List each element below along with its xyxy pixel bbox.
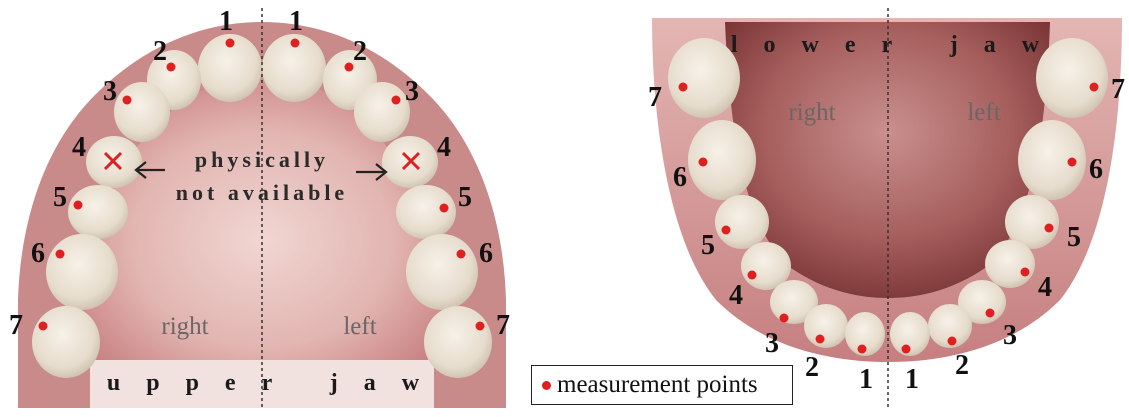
measurement-point <box>948 337 957 346</box>
upper-number-r6: 6 <box>31 238 45 269</box>
upper-tooth-l3 <box>354 82 410 142</box>
lower-jaw: l o w e r j a w right left 7 6 5 4 3 2 1… <box>648 8 1125 408</box>
lower-number-l4: 4 <box>1038 272 1052 303</box>
upper-tooth-r3 <box>114 82 170 142</box>
note-line-1: physically <box>195 147 329 172</box>
lower-left-label: left <box>967 99 1000 126</box>
lower-number-r1: 1 <box>859 364 873 395</box>
upper-number-l4: 4 <box>437 132 451 163</box>
measurement-point <box>1068 158 1077 167</box>
measurement-point <box>679 83 688 92</box>
lower-tooth-l4 <box>985 240 1035 288</box>
measurement-point <box>392 96 401 105</box>
upper-number-l3: 3 <box>405 76 419 107</box>
lower-tooth-r6 <box>688 120 756 200</box>
measurement-point <box>858 345 867 354</box>
lower-number-l2: 2 <box>955 350 969 381</box>
upper-number-r3: 3 <box>103 76 117 107</box>
upper-number-l1: 1 <box>289 6 303 37</box>
upper-tooth-l7 <box>424 306 492 378</box>
measurement-point <box>440 204 449 213</box>
measurement-point <box>816 335 825 344</box>
lower-number-r6: 6 <box>673 162 687 193</box>
upper-tooth-r7 <box>32 306 100 378</box>
lower-number-l7: 7 <box>1111 74 1125 105</box>
measurement-point <box>291 39 300 48</box>
measurement-point-icon <box>542 381 551 390</box>
measurement-point <box>748 271 757 280</box>
lower-tooth-r5 <box>715 195 769 249</box>
lower-number-r4: 4 <box>729 280 743 311</box>
upper-jaw: physically not available right left u p … <box>9 6 510 408</box>
measurement-point <box>123 96 132 105</box>
measurement-point <box>167 63 176 72</box>
note-line-2: not available <box>176 180 348 205</box>
lower-number-l1: 1 <box>905 364 919 395</box>
measurement-point <box>39 322 48 331</box>
upper-number-l6: 6 <box>479 238 493 269</box>
upper-tooth-r5 <box>68 185 128 239</box>
lower-right-label: right <box>788 99 835 126</box>
lower-number-r7: 7 <box>648 82 662 113</box>
measurement-point <box>74 201 83 210</box>
upper-right-label: right <box>161 313 208 340</box>
upper-left-label: left <box>343 313 376 340</box>
upper-number-l7: 7 <box>496 310 510 341</box>
measurement-point <box>699 158 708 167</box>
measurement-point <box>780 314 789 323</box>
measurement-point <box>1045 224 1054 233</box>
measurement-point <box>476 322 485 331</box>
measurement-point <box>986 309 995 318</box>
lower-number-r2: 2 <box>805 352 819 383</box>
upper-number-r5: 5 <box>53 182 67 213</box>
lower-tooth-r2 <box>804 304 848 348</box>
lower-number-l6: 6 <box>1089 154 1103 185</box>
measurement-point <box>1090 83 1099 92</box>
upper-number-l5: 5 <box>458 182 472 213</box>
upper-number-r4: 4 <box>72 132 86 163</box>
lower-tooth-r7 <box>668 38 740 118</box>
upper-number-r2: 2 <box>153 36 167 67</box>
measurement-point <box>902 345 911 354</box>
measurement-point <box>457 250 466 259</box>
measurement-point <box>56 250 65 259</box>
legend-label: measurement points <box>557 371 758 399</box>
upper-jaw-title: u p p e r j a w <box>107 370 429 396</box>
upper-tooth-l5 <box>396 185 456 239</box>
legend: measurement points <box>531 365 793 405</box>
lower-number-r3: 3 <box>765 328 779 359</box>
measurement-point <box>722 226 731 235</box>
upper-number-r1: 1 <box>219 6 233 37</box>
upper-number-l2: 2 <box>353 36 367 67</box>
measurement-point <box>226 39 235 48</box>
upper-tooth-l6 <box>406 234 478 310</box>
measurement-point <box>1021 268 1030 277</box>
upper-number-r7: 7 <box>9 310 23 341</box>
lower-jaw-title: l o w e r j a w <box>731 32 1049 58</box>
lower-number-r5: 5 <box>701 230 715 261</box>
lower-number-l3: 3 <box>1003 320 1017 351</box>
lower-number-l5: 5 <box>1067 222 1081 253</box>
upper-tooth-r6 <box>46 234 118 310</box>
